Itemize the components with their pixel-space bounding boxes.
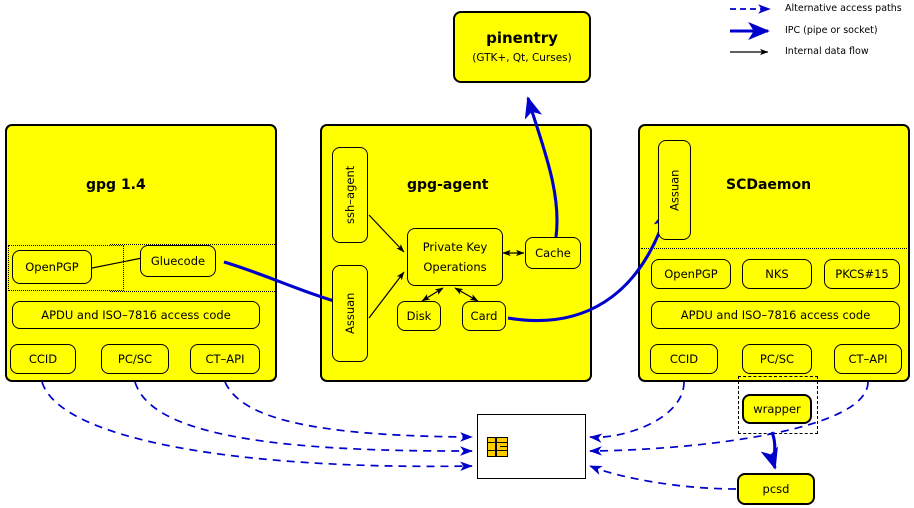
edge-pkops-card [454, 287, 479, 302]
wrapper-box[interactable]: wrapper [742, 394, 812, 424]
edge-gpg-ccid-card [41, 381, 473, 471]
wrapper-region [738, 376, 818, 434]
gpg-openpgp-region [8, 245, 124, 291]
edge-scd-ccid-card [589, 381, 685, 443]
edge-gpg-ctapi-card [224, 381, 473, 442]
edge-cache-pinentry [524, 96, 559, 238]
panel-gpg-agent-title: gpg-agent [407, 177, 489, 193]
gpg-agent-disk-box[interactable]: Disk [397, 301, 441, 331]
edge-pcsd-card [589, 465, 737, 490]
smartcard-chip-icon [487, 437, 508, 457]
gpg-apdu-box[interactable]: APDU and ISO–7816 access code [12, 301, 260, 329]
legend-label-internal: Internal data flow [785, 46, 869, 57]
pinentry-subtitle: (GTK+, Qt, Curses) [472, 52, 572, 65]
gpg-agent-card-box[interactable]: Card [462, 301, 506, 331]
edge-gluecode-openpgp [81, 257, 143, 272]
legend-label-ipc: IPC (pipe or socket) [785, 25, 878, 36]
scdaemon-app-openpgp[interactable]: OpenPGP [651, 259, 731, 289]
panel-gpg-title: gpg 1.4 [86, 177, 146, 193]
scdaemon-apdu-box[interactable]: APDU and ISO–7816 access code [651, 301, 900, 329]
gpg-driver-pcsc[interactable]: PC/SC [101, 344, 169, 374]
gpg-gluecode-region [110, 244, 275, 292]
scdaemon-separator [641, 248, 907, 249]
scdaemon-driver-pcsc[interactable]: PC/SC [742, 344, 812, 374]
edge-assuan-pkops [368, 271, 405, 319]
scdaemon-driver-ctapi[interactable]: CT–API [834, 344, 902, 374]
pcsd-box[interactable]: pcsd [737, 473, 815, 505]
gpg-agent-cache-box[interactable]: Cache [525, 237, 581, 269]
gpg-driver-ctapi[interactable]: CT–API [190, 344, 260, 374]
edge-gpg-pcsc-card [134, 381, 473, 456]
scdaemon-driver-ccid[interactable]: CCID [650, 344, 718, 374]
gpg-gluecode-box[interactable]: Gluecode [140, 245, 216, 277]
legend-label-alt-access: Alternative access paths [785, 3, 902, 14]
pinentry-title: pinentry [486, 28, 558, 47]
gpg-openpgp-box[interactable]: OpenPGP [12, 250, 92, 284]
scdaemon-app-pkcs15[interactable]: PKCS#15 [824, 259, 900, 289]
edge-sshagent-pkops [368, 214, 405, 253]
edge-scd-ctapi-card [589, 381, 869, 456]
gpg-driver-ccid[interactable]: CCID [10, 344, 76, 374]
gpg-agent-private-key-ops-box[interactable]: Private Key Operations [407, 228, 503, 286]
edge-wrapper-pcsd [760, 431, 778, 470]
panel-scdaemon-title: SCDaemon [726, 177, 812, 193]
edge-pkops-disk [421, 287, 444, 302]
edge-card-scdaemon [507, 206, 671, 323]
pkops-line1: Private Key [422, 239, 488, 254]
pkops-line2: Operations [423, 260, 487, 274]
scdaemon-app-nks[interactable]: NKS [742, 259, 812, 289]
pinentry-box[interactable]: pinentry (GTK+, Qt, Curses) [453, 11, 591, 83]
